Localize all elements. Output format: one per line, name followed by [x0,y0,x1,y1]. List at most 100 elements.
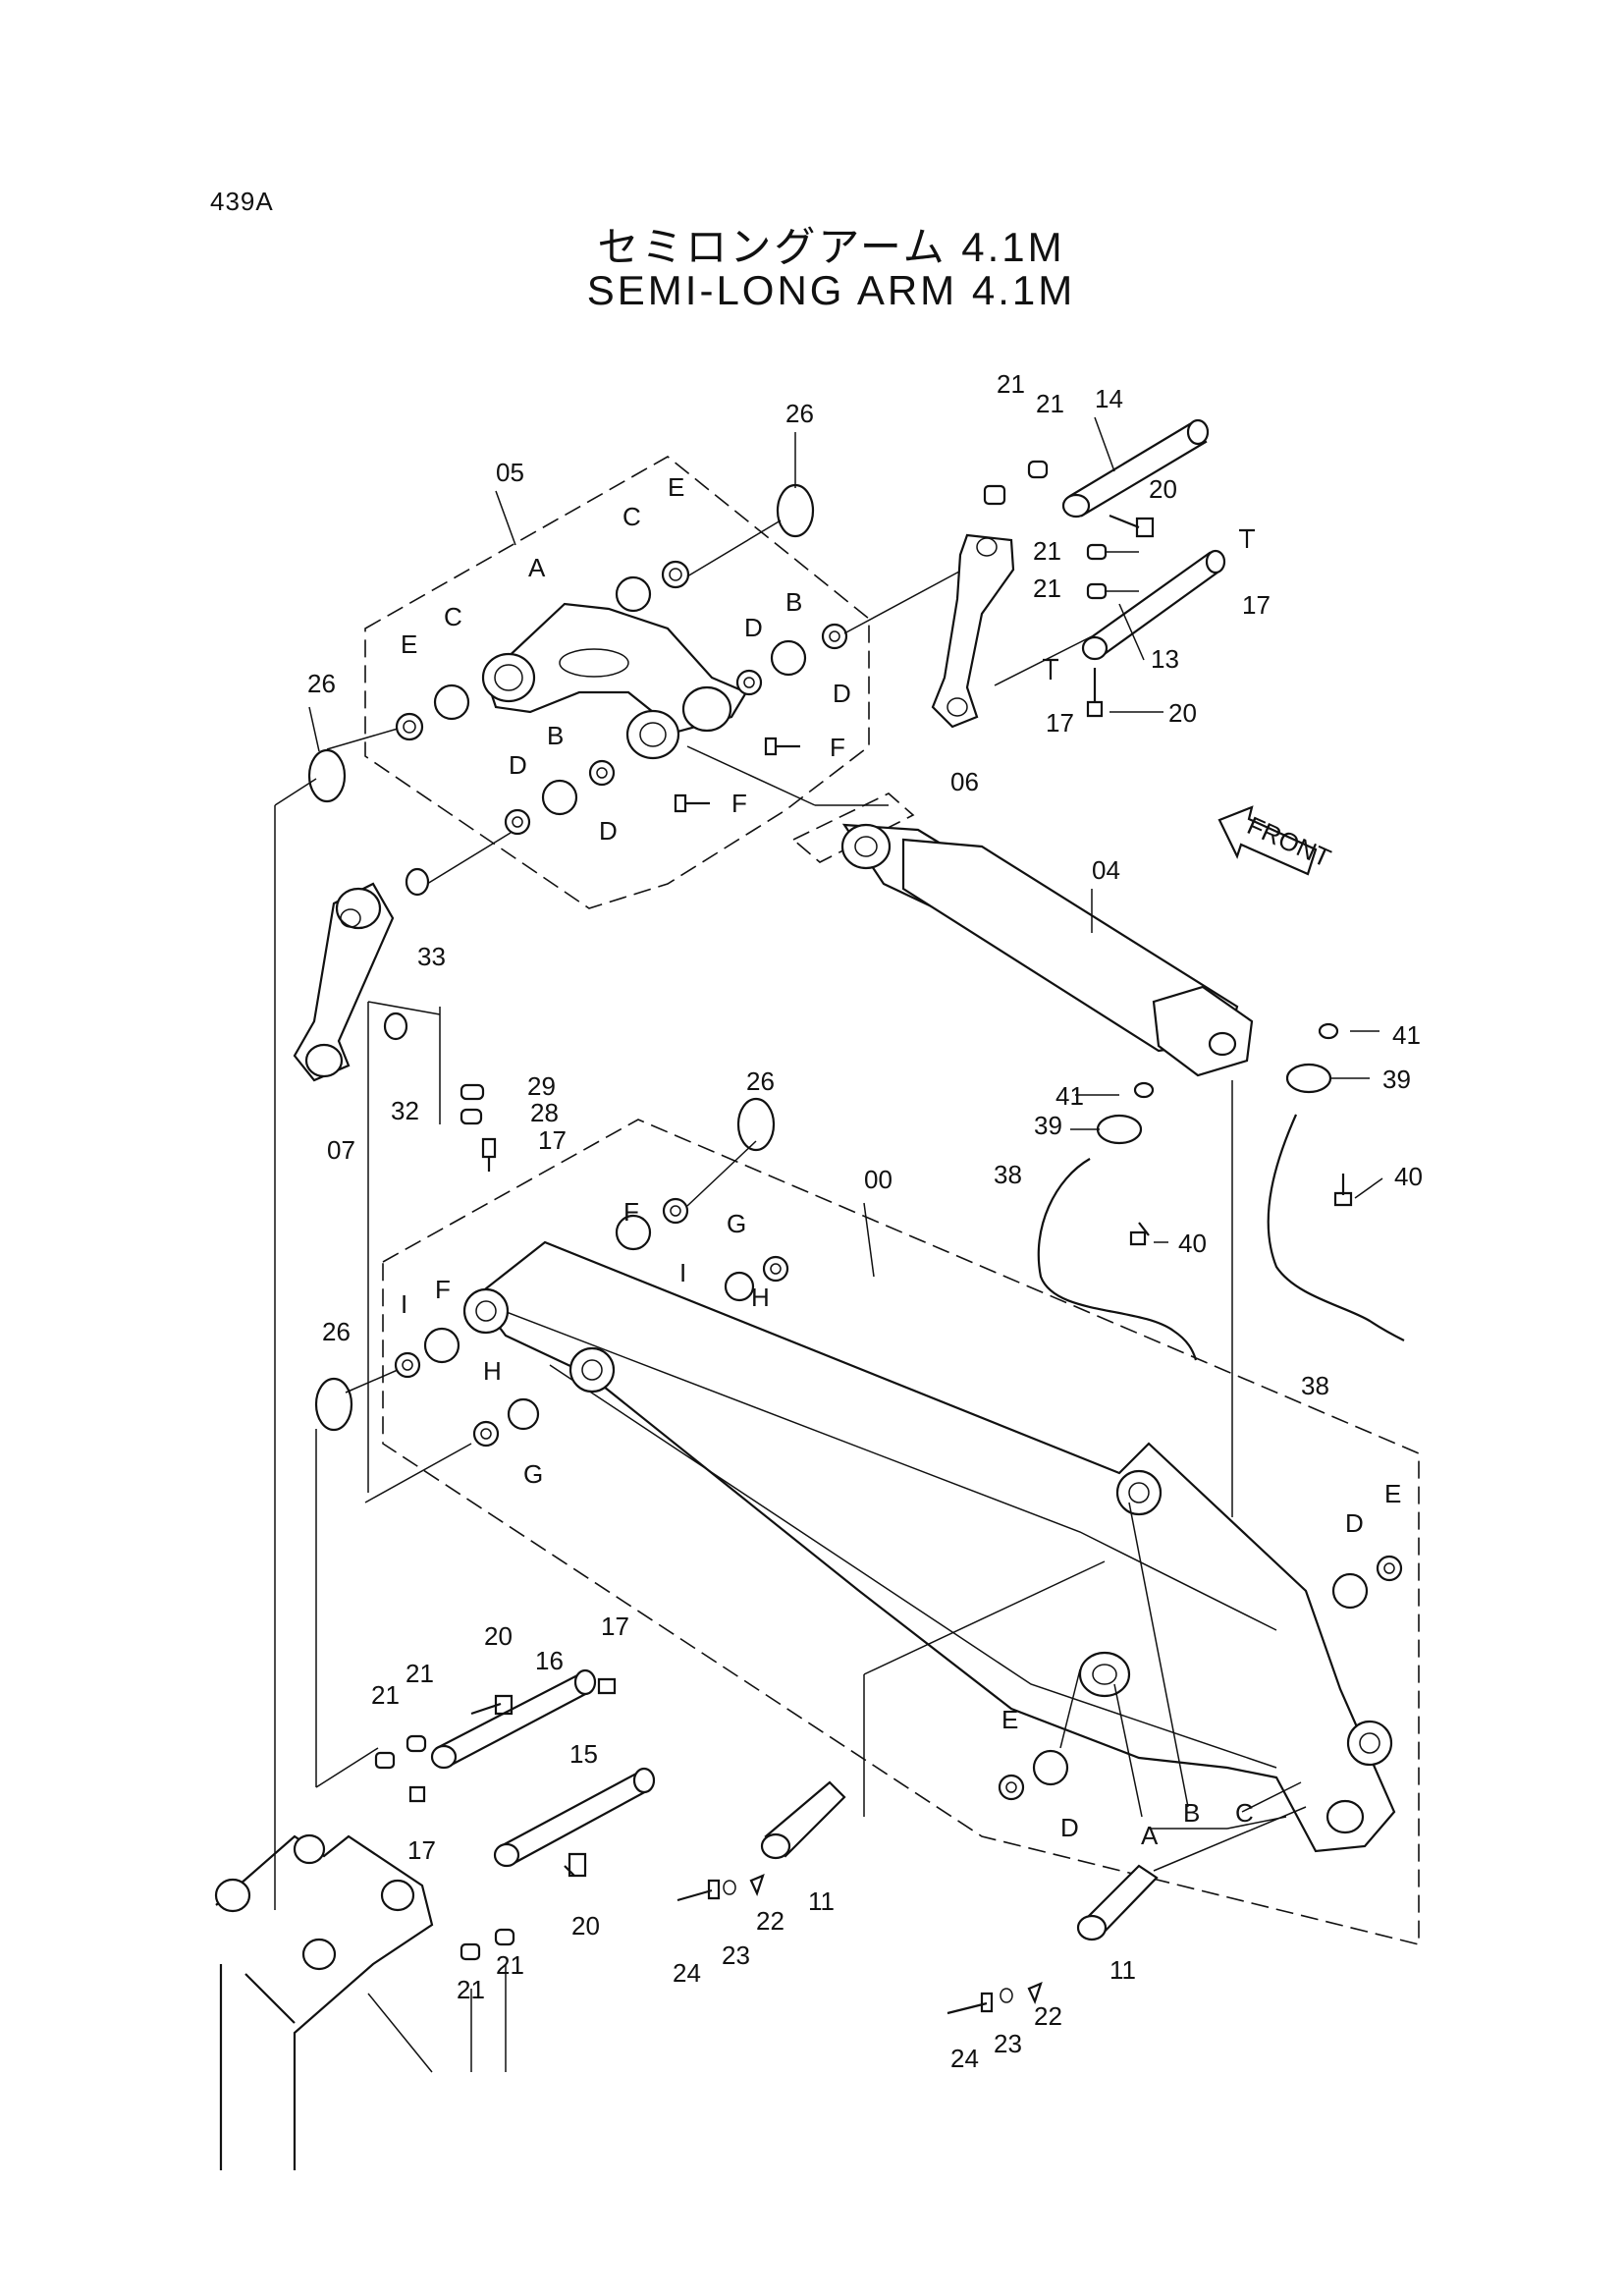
callout-c14: 14 [1095,384,1123,413]
grease-nipple-set [460,1083,497,1172]
callout-c05: 05 [496,458,524,487]
callout-c21g: 21 [457,1975,485,2004]
pin-15 [493,1767,656,1878]
callout-lD6: D [1060,1813,1079,1842]
callout-c22b: 22 [1034,2001,1062,2031]
callout-c17d: 17 [601,1612,629,1641]
bushing-set-05 [395,560,848,836]
callout-c33: 33 [417,942,446,971]
callout-c26d: 26 [322,1317,351,1346]
callout-lE3: E [1384,1479,1401,1508]
callout-c21e: 21 [371,1680,400,1710]
leader-lines [308,432,973,893]
callout-lF3: F [623,1197,639,1227]
callout-c07: 07 [327,1135,355,1165]
flanges-39-40-41 [1070,1022,1383,1246]
callout-c23b: 23 [994,2029,1022,2058]
pin-11-upper [676,1780,846,1902]
callout-lH2: H [483,1356,502,1386]
callout-c17c: 17 [538,1125,567,1155]
callout-c39b: 39 [1382,1065,1411,1094]
callout-c17e: 17 [407,1835,436,1865]
callout-lC2: C [444,602,462,631]
callout-c28: 28 [530,1098,559,1127]
callout-lC1: C [622,502,641,531]
callout-c23a: 23 [722,1941,750,1970]
callout-c06: 06 [950,767,979,796]
callout-c26b: 26 [307,669,336,698]
callout-c16: 16 [535,1646,564,1675]
callout-c17a: 17 [1242,590,1271,620]
callout-lF2: F [731,789,747,818]
callout-c32: 32 [391,1096,419,1125]
callout-c17b: 17 [1046,708,1074,738]
hose-38-right [1267,1114,1405,1341]
callout-lB2: B [547,721,564,750]
group-05-boundary [364,456,870,909]
callout-lE1: E [668,472,684,502]
callout-lD2: D [833,679,851,708]
callout-lG1: G [727,1209,746,1238]
callout-c40a: 40 [1178,1229,1207,1258]
callout-c24b: 24 [950,2044,979,2073]
callout-lD4: D [599,816,618,846]
link-a [481,602,748,760]
cylinder-04 [791,793,1254,1517]
callout-c38a: 38 [994,1160,1022,1189]
callout-c22a: 22 [756,1906,784,1936]
pin-11-lower [947,1806,1307,2015]
callout-lB1: B [785,587,802,617]
callout-lD1: D [744,613,763,642]
callout-lD3: D [509,750,527,780]
page-code: 439A [210,187,274,216]
callout-c20c: 20 [484,1621,513,1651]
callout-c21f: 21 [406,1659,434,1688]
arm-00 [462,1240,1396,1853]
pin-14 [1061,416,1210,519]
title-japanese: セミロングアーム 4.1M [597,224,1065,270]
leader-lines-00 [345,1140,1302,1830]
callout-lA1: A [528,553,546,582]
callout-c21h: 21 [496,1950,524,1980]
callout-lE2: E [401,629,417,659]
callout-lG2: G [523,1459,543,1489]
callout-c20d: 20 [571,1911,600,1941]
callout-c26a: 26 [785,399,814,428]
callout-c21d: 21 [1033,574,1061,603]
callout-c04: 04 [1092,855,1120,885]
callout-lC3: C [1235,1798,1254,1828]
callout-c20a: 20 [1149,474,1177,504]
boom-tip [214,1833,507,2170]
callout-c20b: 20 [1168,698,1197,728]
callout-lE4: E [1001,1705,1018,1734]
callout-lA2: A [1141,1821,1159,1850]
guide-lines [274,778,1106,1910]
callout-c21c: 21 [1033,536,1061,566]
callout-c41b: 41 [1055,1081,1084,1111]
group-00-boundary [382,1119,1420,1946]
callout-c38b: 38 [1301,1371,1329,1400]
callout-lH1: H [751,1283,770,1312]
bushing-set-00 [394,1197,1403,1801]
bolts-nuts-upper [983,460,1255,718]
callout-c21b: 21 [1036,389,1064,418]
title-english: SEMI-LONG ARM 4.1M [586,267,1076,313]
callout-lI2: I [401,1289,407,1319]
callout-c41a: 41 [1392,1020,1421,1050]
hose-38-left [1037,1158,1198,1361]
callout-lF1: F [830,733,845,762]
callout-lF4: F [435,1275,451,1304]
link-07 [293,867,430,1082]
callout-lB3: B [1183,1798,1200,1828]
nuts-lower [374,1734,515,1961]
callout-c11a: 11 [808,1886,835,1916]
pin-13 [994,549,1226,686]
callout-lD5: D [1345,1508,1364,1538]
washer-26-set [307,483,815,1432]
callout-c21a: 21 [997,369,1025,399]
pin-16 [430,1668,617,1770]
link-06 [931,533,1015,729]
callout-c40b: 40 [1394,1162,1423,1191]
callout-labels: 0004050607111113141516171717171720202020… [307,369,1423,2073]
